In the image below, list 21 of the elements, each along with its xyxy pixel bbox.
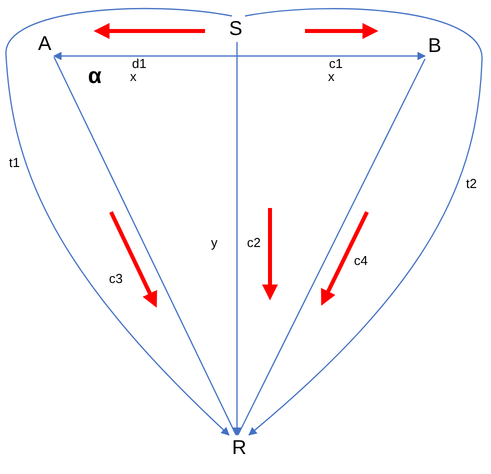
variable-label: t1 [9, 156, 20, 169]
variable-label: y [211, 236, 218, 249]
arrow [244, 8, 483, 436]
variable-label: x [130, 70, 136, 83]
line [53, 56, 237, 436]
arrow [5, 8, 232, 436]
variable-label: d1 [132, 57, 146, 70]
point-label: A [38, 34, 52, 54]
point-label: R [232, 438, 246, 458]
variable-label: c4 [354, 254, 368, 267]
variable-label: t2 [466, 177, 477, 190]
variable-label: c2 [247, 236, 261, 249]
arrow [53, 52, 426, 60]
variable-label: c3 [109, 272, 123, 285]
line [237, 58, 426, 436]
variable-label: x [328, 70, 334, 83]
variable-label: α [88, 65, 102, 87]
point-label: B [428, 36, 442, 56]
variable-label: c1 [329, 57, 343, 70]
point-label: S [229, 19, 242, 39]
arrow [232, 42, 242, 436]
